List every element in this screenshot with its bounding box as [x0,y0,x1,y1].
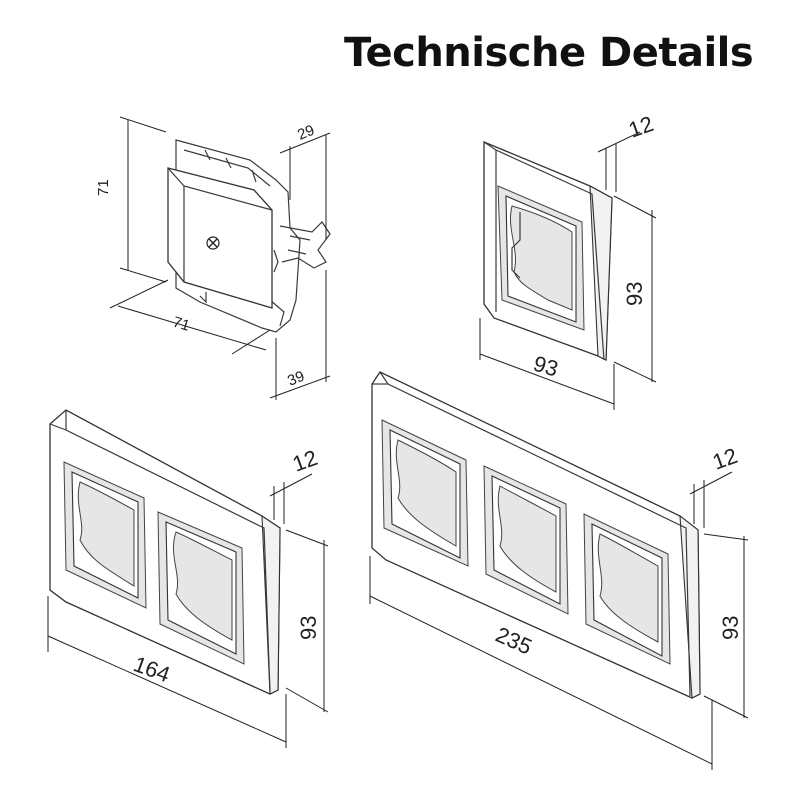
triple-frame-height-label: 93 [718,616,743,640]
single-frame-height-label: 93 [622,282,647,306]
switch-insert-drawing [167,139,331,333]
insert-depth-label: 39 [285,368,307,390]
insert-top-depth-label: 29 [295,122,317,144]
triple-frame-depth-label: 12 [709,443,741,475]
double-frame-depth-label: 12 [289,445,321,477]
single-frame-dimensions [479,131,657,410]
triple-frame-width-label: 235 [492,622,536,660]
single-frame-drawing [483,141,613,362]
insert-dimensions [109,116,331,400]
single-frame-width-label: 93 [531,351,561,382]
insert-width-label: 71 [171,314,192,335]
triple-frame-drawing [371,371,701,699]
double-frame-height-label: 93 [296,616,321,640]
page-title: Technische Details [344,30,754,76]
triple-frame-dimensions [369,471,749,770]
double-frame-dimensions [47,473,329,748]
insert-height-label: 71 [95,179,112,196]
single-frame-depth-label: 12 [625,111,657,143]
double-frame-drawing [49,409,281,695]
double-frame-width-label: 164 [130,651,173,687]
